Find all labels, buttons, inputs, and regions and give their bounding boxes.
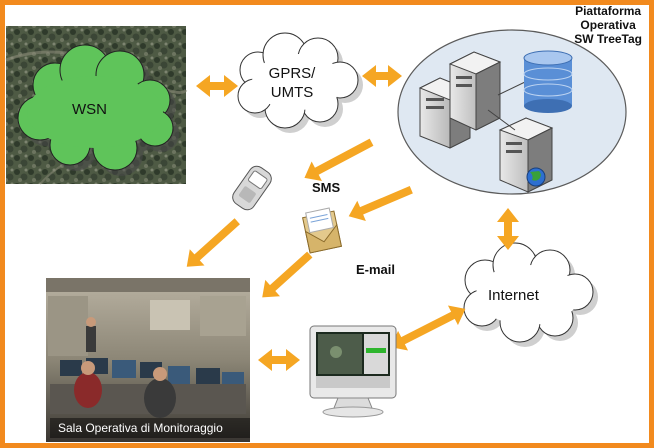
sms-label: SMS xyxy=(312,180,341,195)
arrow-email-room xyxy=(262,251,313,298)
platform-line-2: Operativa xyxy=(580,18,636,32)
phone-icon xyxy=(232,165,272,211)
wsn-cloud xyxy=(17,44,179,176)
envelope-icon xyxy=(302,207,342,254)
arrow-platform-email xyxy=(348,186,413,221)
server-icon xyxy=(448,51,502,131)
email-label: E-mail xyxy=(356,262,396,277)
wsn-label: WSN xyxy=(72,101,107,118)
arrow-monitor-room xyxy=(258,349,300,371)
gprs-label: GPRS/ UMTS xyxy=(262,64,322,102)
internet-cloud xyxy=(463,242,598,347)
database-icon xyxy=(523,50,573,113)
arrows xyxy=(186,65,519,371)
gprs-line-1: GPRS/ xyxy=(268,65,316,82)
platform-line-3: SW TreeTag xyxy=(574,32,642,46)
gprs-line-2: UMTS xyxy=(270,84,314,101)
platform-line-1: Piattaforma xyxy=(575,4,642,18)
monitor-icon xyxy=(309,325,397,418)
gprs-cloud xyxy=(237,32,363,133)
arrow-platform-phone xyxy=(304,138,374,181)
globe-icon xyxy=(526,167,546,187)
platform-title: Piattaforma Operativa SW TreeTag xyxy=(574,4,642,46)
arrow-wsn-gprs xyxy=(196,75,238,97)
arrow-gprs-platform xyxy=(362,65,402,87)
arrow-internet-monitor xyxy=(390,305,466,351)
control-room-photo xyxy=(46,278,250,442)
arrow-phone-room xyxy=(186,218,240,267)
internet-label: Internet xyxy=(488,287,539,304)
control-room-caption: Sala Operativa di Monitoraggio xyxy=(50,418,250,438)
arrow-platform-internet xyxy=(497,208,519,250)
